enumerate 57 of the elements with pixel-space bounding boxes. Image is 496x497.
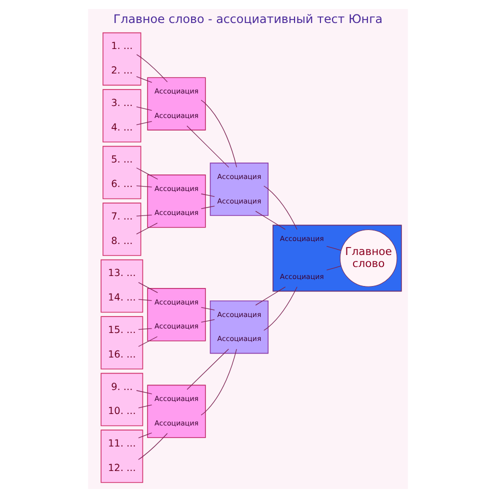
cluster (147, 174, 206, 228)
node-text: 8. ... (111, 235, 133, 246)
connector (136, 390, 152, 394)
node-text: 13. ... (108, 268, 136, 279)
cluster (102, 145, 142, 199)
node-text: 11. ... (108, 438, 136, 450)
connector (138, 432, 152, 438)
node-text: 6. ... (111, 178, 133, 190)
connector (255, 286, 286, 306)
connector (138, 282, 158, 293)
connector (138, 432, 168, 460)
node-text: 5. ... (111, 154, 133, 166)
cluster (100, 429, 144, 482)
connector (255, 210, 286, 230)
diagram-title: Главное слово - ассоциативный тест Юнга (113, 11, 383, 26)
connector (138, 328, 152, 330)
cluster (147, 76, 206, 130)
cluster (102, 202, 142, 256)
cluster (102, 88, 142, 142)
connector (136, 120, 152, 125)
connector (326, 265, 342, 270)
node-text: 10. ... (108, 406, 136, 417)
connector (200, 193, 215, 196)
node-text: 2. ... (111, 65, 133, 76)
connector (200, 205, 215, 208)
cluster (100, 316, 144, 369)
connector (136, 222, 158, 234)
connector (136, 214, 152, 216)
connector (136, 76, 152, 82)
node-text: 7. ... (111, 210, 133, 222)
node-text: 12. ... (108, 462, 136, 474)
cluster (147, 288, 206, 341)
node-text: 16. ... (108, 348, 136, 360)
connector (136, 106, 152, 110)
node-text: 1. ... (111, 40, 133, 52)
node-text: 4. ... (111, 122, 133, 133)
connector (326, 245, 342, 250)
cluster (102, 32, 142, 86)
node-text: 9. ... (111, 381, 133, 392)
connector (136, 54, 168, 82)
cluster (210, 162, 269, 216)
cluster (100, 258, 144, 312)
connector (200, 306, 215, 310)
connector (200, 318, 215, 322)
connector (138, 336, 158, 346)
connector (138, 298, 152, 300)
cluster (210, 300, 269, 354)
node-text: 15. ... (108, 324, 136, 336)
connector (136, 184, 152, 187)
cluster (272, 224, 402, 292)
connector (136, 167, 158, 180)
node-text: 14. ... (108, 292, 136, 304)
cluster (147, 384, 206, 438)
cluster (100, 372, 144, 426)
connector (138, 404, 152, 408)
node-circle: Главное слово (340, 228, 398, 286)
node-text: 3. ... (111, 97, 133, 108)
